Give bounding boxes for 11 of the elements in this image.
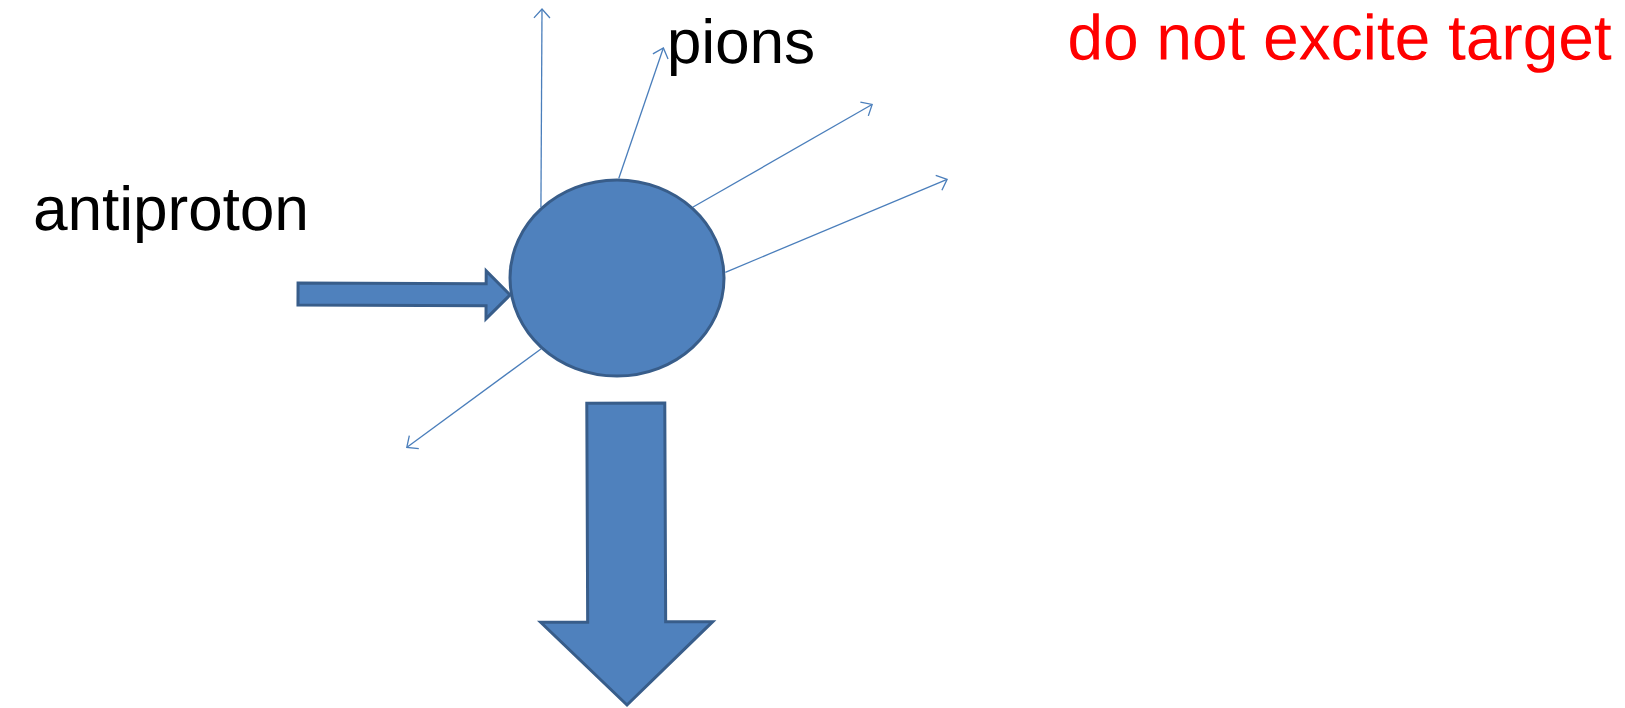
arrow <box>724 174 948 273</box>
block-arrow <box>536 401 717 708</box>
arrow <box>692 101 873 208</box>
label-text: pions <box>670 18 813 76</box>
arrow <box>533 8 551 208</box>
label-text: do not excite target <box>1070 13 1612 73</box>
arrow <box>618 47 669 180</box>
arrow <box>406 348 542 450</box>
label-text: antiproton <box>35 185 305 243</box>
target-disc <box>508 178 726 378</box>
block-arrow <box>296 267 513 323</box>
